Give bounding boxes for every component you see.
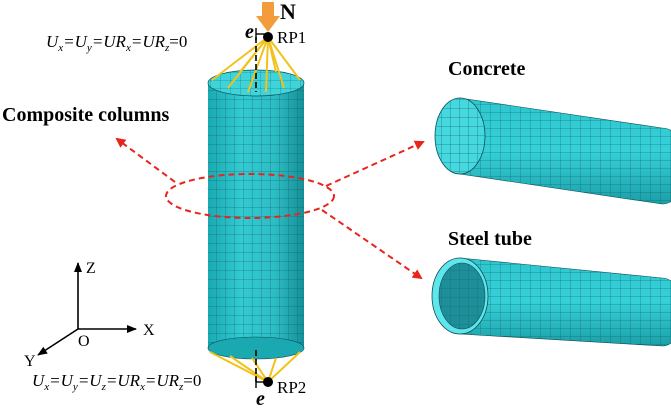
- bc-bottom-label: Ux=Uy=Uz=URx=URz=0: [32, 371, 201, 393]
- composite-columns-label: Composite columns: [2, 104, 169, 126]
- concrete-label: Concrete: [448, 58, 525, 80]
- eccentricity-label-top: e: [245, 21, 254, 43]
- rp1-label: RP1: [277, 28, 306, 47]
- callout-arrow-concrete: [325, 140, 425, 187]
- coordinate-axes: [37, 262, 137, 356]
- axis-y-line: [37, 328, 79, 356]
- eccentricity-label-bottom: e: [256, 388, 265, 408]
- coupling-top: [211, 36, 301, 93]
- rp2-label: RP2: [277, 378, 306, 397]
- axis-x-label: X: [143, 322, 155, 339]
- steel-tube-model: [431, 257, 671, 347]
- rp1-point: [263, 32, 273, 42]
- callout-arrow-steel: [321, 209, 423, 280]
- axis-z-label: Z: [86, 260, 96, 277]
- section-callout-ellipse: [165, 173, 335, 219]
- callout-arrow-composite: [115, 137, 176, 183]
- rp2-point: [263, 377, 273, 387]
- axis-y-label: Y: [24, 353, 36, 370]
- concrete-core-model: [434, 97, 671, 205]
- load-arrow-icon: [256, 2, 280, 32]
- load-label: N: [280, 0, 296, 24]
- bc-top-label: Ux=Uy=URx=URz=0: [46, 32, 187, 54]
- axis-origin-label: O: [78, 333, 90, 350]
- steel-tube-label: Steel tube: [448, 228, 532, 250]
